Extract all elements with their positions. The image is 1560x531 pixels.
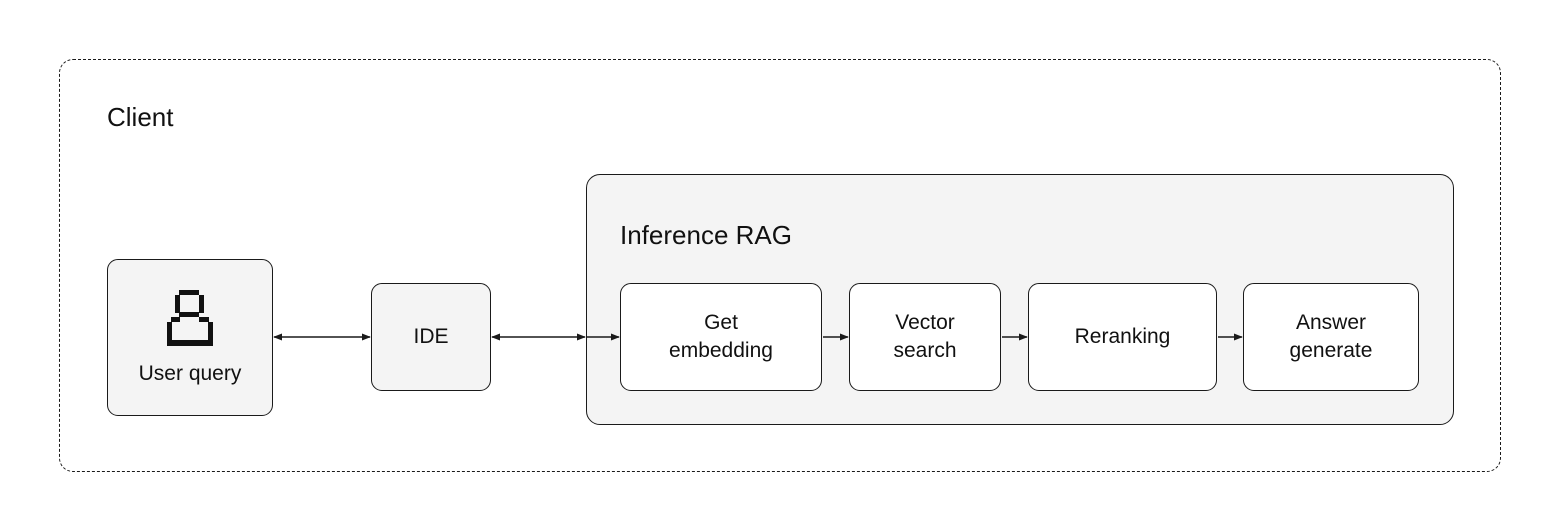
inference-rag-label: Inference RAG	[620, 220, 792, 250]
step-label-line: Get	[704, 311, 738, 334]
ide-label: IDE	[413, 325, 449, 348]
user-icon	[167, 290, 213, 346]
vector-search-step[interactable]: Vector search	[849, 283, 1001, 391]
ide-node[interactable]: IDE	[371, 283, 491, 391]
step-label-line: Reranking	[1074, 325, 1171, 348]
answer-generate-step[interactable]: Answer generate	[1243, 283, 1419, 391]
reranking-step[interactable]: Reranking	[1028, 283, 1217, 391]
step-label-line: Answer	[1295, 311, 1367, 334]
client-label: Client	[107, 102, 174, 132]
step-label-line: Vector	[895, 311, 955, 334]
user-query-label: User query	[138, 362, 242, 385]
user-query-node[interactable]: User query	[107, 259, 273, 416]
step-label-line: generate	[1289, 339, 1373, 362]
step-label-line: search	[893, 339, 957, 362]
get-embedding-step[interactable]: Get embedding	[620, 283, 822, 391]
step-label-line: embedding	[669, 339, 773, 362]
client-boundary	[59, 59, 1501, 472]
